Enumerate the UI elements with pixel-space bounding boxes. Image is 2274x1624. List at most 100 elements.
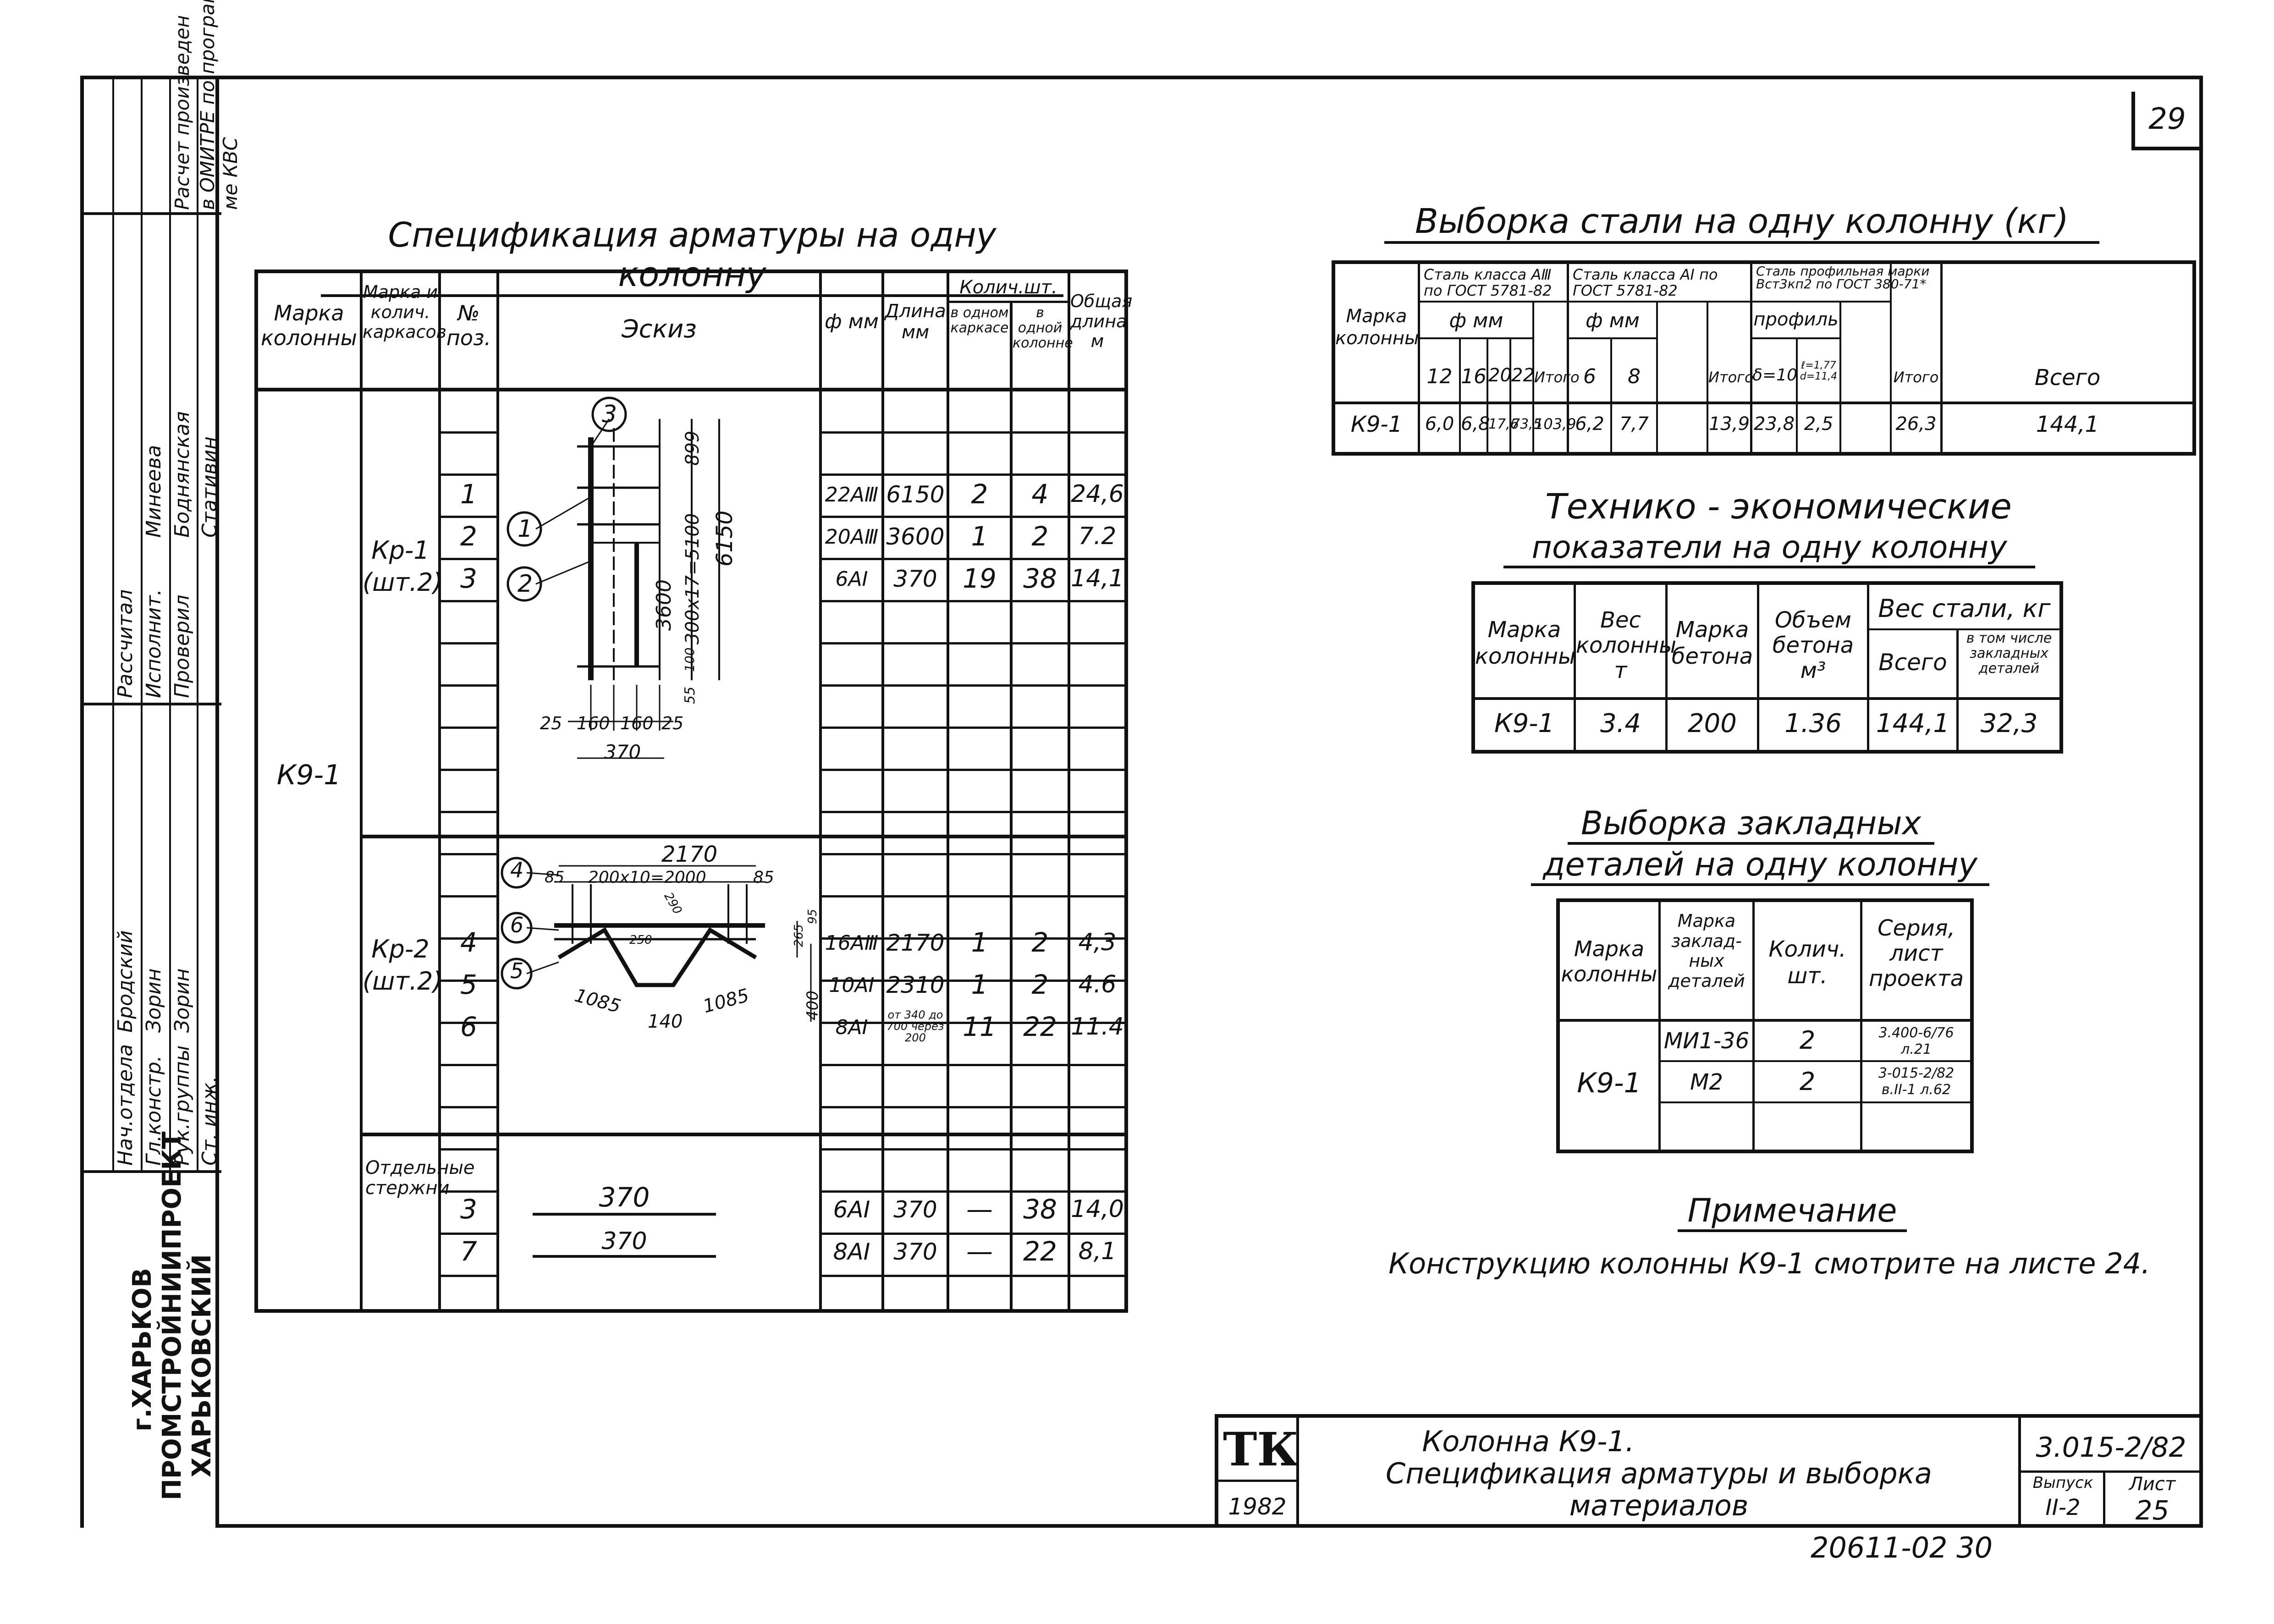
steel-r-20: 17,6 xyxy=(1488,416,1519,432)
note-title: Примечание xyxy=(1678,1192,1907,1232)
steel-h-profile: профиль xyxy=(1753,309,1839,330)
tb-year: 1982 xyxy=(1228,1493,1287,1520)
org-line-3: г.ХАРЬКОВ xyxy=(127,1268,157,1431)
g1-row-1: 1 22АⅢ 6150 2 4 24,6 xyxy=(460,479,1124,510)
tech-title-2: показатели на одну колонну xyxy=(1503,529,2035,568)
col-mark: К9-1 xyxy=(276,759,341,791)
s2-callout-5: 5 xyxy=(510,958,524,983)
steel-table: Марка колонны Сталь класса АⅢ по ГОСТ 57… xyxy=(1332,260,2196,456)
spec-table: Марка колонны Марка и колич. каркасов № … xyxy=(254,270,1132,1313)
steel-c-6: 6 xyxy=(1583,365,1596,388)
hdr-qty: Колич.шт. xyxy=(959,277,1057,298)
tech-h-concrete: Марка бетона xyxy=(1671,617,1753,669)
sketch-1-drawing xyxy=(507,396,720,759)
s1-dim-25a: 25 xyxy=(540,713,562,733)
s2-dim-250: 250 xyxy=(629,933,652,947)
steel-c-16: 16 xyxy=(1461,365,1487,388)
s2-dim-140: 140 xyxy=(648,1011,683,1032)
tech-r-concrete: 200 xyxy=(1688,709,1737,738)
org-line-2: ПРОМСТРОЙНИИПРОЕКТ xyxy=(157,1131,187,1500)
hdr-col-mark: Марка колонны xyxy=(261,301,357,350)
s2-dim-85b: 85 xyxy=(753,868,774,887)
s2-dim-400: 400 xyxy=(804,991,822,1020)
s1-dim-160a: 160 xyxy=(577,713,610,733)
tb-name-3: материалов xyxy=(1569,1489,1749,1522)
s2-dim-2170: 2170 xyxy=(661,842,718,867)
s1-dim-370: 370 xyxy=(604,741,641,763)
stamp-role-4: Нач.отдела xyxy=(114,1044,137,1166)
stamp-role-7: Ст. инж. xyxy=(198,1076,221,1166)
g3-row-2: 7 370 8АI 370 — 22 8,1 xyxy=(460,1228,1117,1267)
tech-h-weight: Вес колонны т xyxy=(1576,607,1677,684)
embed-title-1: Выборка закладных xyxy=(1568,804,1934,845)
embed-h-item: Марка заклад-ных деталей xyxy=(1668,911,1745,991)
embed-r1-item: МИ1-36 xyxy=(1663,1028,1750,1054)
stamp-name-2: Боднянская xyxy=(171,411,194,538)
title-block: ТК 1982 Колонна К9-1. Спецификация армат… xyxy=(1215,1414,2199,1528)
steel-h-g3: Сталь профильная марки Вст3кп2 по ГОСТ 3… xyxy=(1756,264,1930,292)
embed-h-ref: Серия, лист проекта xyxy=(1868,915,1964,992)
g2-row-2: 5 10АI 2310 1 2 4.6 xyxy=(460,969,1117,1000)
stamp-calc-note-3: ме КВС xyxy=(219,137,242,210)
tb-name-2: Спецификация арматуры и выборка xyxy=(1385,1457,1933,1490)
steel-c-itogo2: Итого xyxy=(1708,369,1754,386)
tech-r-total: 144,1 xyxy=(1876,709,1950,738)
note-text: Конструкцию колонны К9-1 смотрите на лис… xyxy=(1388,1247,2150,1280)
sketch-2-drawing xyxy=(501,857,812,1022)
s1-dim-160b: 160 xyxy=(620,713,654,733)
tb-list: 25 xyxy=(2135,1495,2169,1526)
s2-dim-2000: 200x10=2000 xyxy=(588,868,706,887)
tb-vyp: II-2 xyxy=(2045,1495,2081,1520)
sheet-number: 29 xyxy=(2148,102,2186,136)
embed-r2-qty: 2 xyxy=(1799,1067,1816,1096)
tech-h-mark: Марка колонны xyxy=(1475,617,1576,669)
frame-top-line xyxy=(215,76,2203,79)
stamp-role-3: Проверил xyxy=(171,595,194,698)
hdr-qty-col: в одной колонне xyxy=(1013,305,1073,351)
steel-r-l177: 2,5 xyxy=(1804,413,1834,435)
s1-callout-3: 3 xyxy=(602,401,617,428)
steel-c-22: 22 xyxy=(1511,365,1535,386)
tech-h-steel: Вес стали, кг xyxy=(1878,594,2051,623)
tech-h-volume: Объем бетона м³ xyxy=(1772,607,1854,684)
tech-r-mark: К9-1 xyxy=(1494,709,1555,738)
sheet-number-box: 29 xyxy=(2131,92,2199,150)
left-stamp: Расчет произведен в ОМИТРЕ по програм- м… xyxy=(80,0,242,1528)
tech-table: Марка колонны Вес колонны т Марка бетона… xyxy=(1471,581,2063,754)
stamp-name-4: Бродский xyxy=(114,930,137,1033)
embed-h-mark: Марка колонны xyxy=(1561,936,1657,987)
embed-r1-ref: 3.400-6/76 л.21 xyxy=(1878,1025,1954,1057)
hdr-pos: № поз. xyxy=(446,301,491,350)
stamp-role-1: Рассчитал xyxy=(114,589,137,698)
tb-name-1: Колонна К9-1. xyxy=(1422,1425,1635,1458)
stamp-calc-note-2: в ОМИТРЕ по програм- xyxy=(196,0,219,210)
tech-h-total: Всего xyxy=(1878,649,1947,676)
g2-row-1: 4 16АⅢ 2170 1 2 4,3 xyxy=(460,927,1117,958)
embed-title-2: деталей на одну колонну xyxy=(1531,846,1989,886)
hdr-len: Длина мм xyxy=(885,301,946,343)
stamp-name-5: Зорин xyxy=(142,968,165,1033)
s1-callout-2: 2 xyxy=(518,570,533,598)
tech-r-weight: 3.4 xyxy=(1600,709,1641,738)
steel-r-itogo3: 26,3 xyxy=(1895,413,1937,435)
stamp-name-3: Стативин xyxy=(198,436,221,538)
s2-dim-85a: 85 xyxy=(545,868,565,886)
hdr-sketch: Эскиз xyxy=(622,314,697,343)
steel-h-mark: Марка колонны xyxy=(1335,306,1419,349)
embed-h-qty: Колич. шт. xyxy=(1768,936,1846,989)
hdr-qty-frame: в одном каркасе xyxy=(950,305,1009,336)
steel-r-8: 7,7 xyxy=(1619,413,1649,435)
steel-h-dmm2: ф мм xyxy=(1586,309,1640,332)
org-line-1: ХАРЬКОВСКИЙ xyxy=(187,1254,217,1477)
g2-row-3: 6 8АI от 340 до 700 через 200 11 22 11.4 xyxy=(460,1008,1124,1045)
hdr-dia: ф мм xyxy=(825,310,879,333)
tech-h-embed: в том числе закладных деталей xyxy=(1966,630,2052,677)
frame-kr1: Кр-1 (шт.2) xyxy=(363,536,443,597)
stamp-name-6: Зорин xyxy=(171,968,194,1033)
steel-r-all: 144,1 xyxy=(2036,412,2099,437)
stamp-name-1: Минеева xyxy=(142,445,165,538)
stamp-calc-note: Расчет произведен xyxy=(171,15,193,210)
tb-list-label: Лист xyxy=(2129,1474,2176,1495)
steel-c-d10: δ=10 xyxy=(1752,366,1797,385)
steel-r-d10: 23,8 xyxy=(1753,413,1795,435)
